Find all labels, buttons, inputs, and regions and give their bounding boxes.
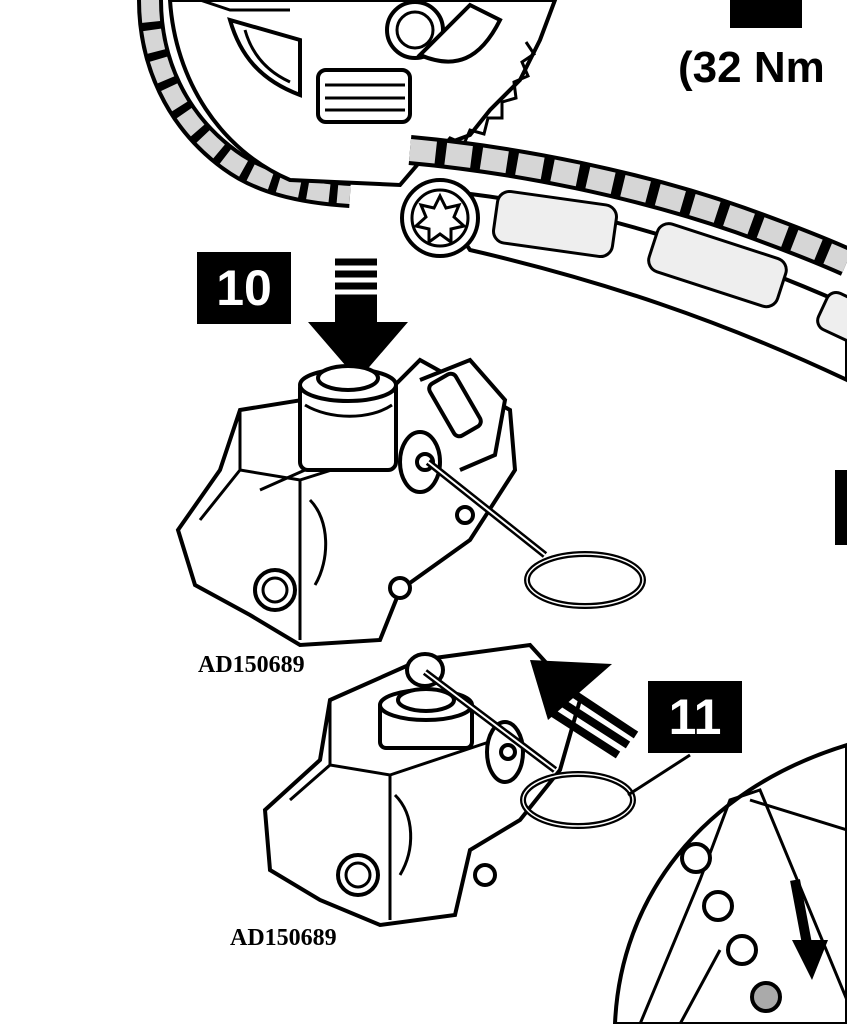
part-number-label-1: AD150689 (198, 652, 305, 678)
torque-label: (32 Nm (678, 43, 825, 92)
chain-tensioner-locked (175, 357, 518, 648)
callout-box-right-edge (835, 470, 847, 545)
detail-arrow-icon (790, 879, 828, 980)
locking-pin-wire-step-11 (422, 669, 636, 829)
callout-number-11: 11 (669, 689, 722, 745)
step-11-callout: 11 (627, 681, 742, 797)
part-number-label-2: AD150689 (230, 925, 337, 951)
callout-box-top-right (730, 0, 802, 28)
camshaft-sprocket (137, 0, 558, 208)
step-10-callout: 10 (197, 252, 291, 324)
tensioner-rail (426, 187, 847, 383)
push-down-arrow-icon (308, 258, 408, 380)
torx-bolt-icon (400, 178, 480, 258)
chain-tensioner-released (262, 642, 583, 928)
callout-number-10: 10 (216, 260, 272, 316)
locking-pin-wire-step-10 (425, 459, 646, 609)
timing-chain (408, 135, 847, 276)
pull-out-arrow-icon (530, 660, 639, 759)
detail-view-circle (612, 742, 847, 1024)
